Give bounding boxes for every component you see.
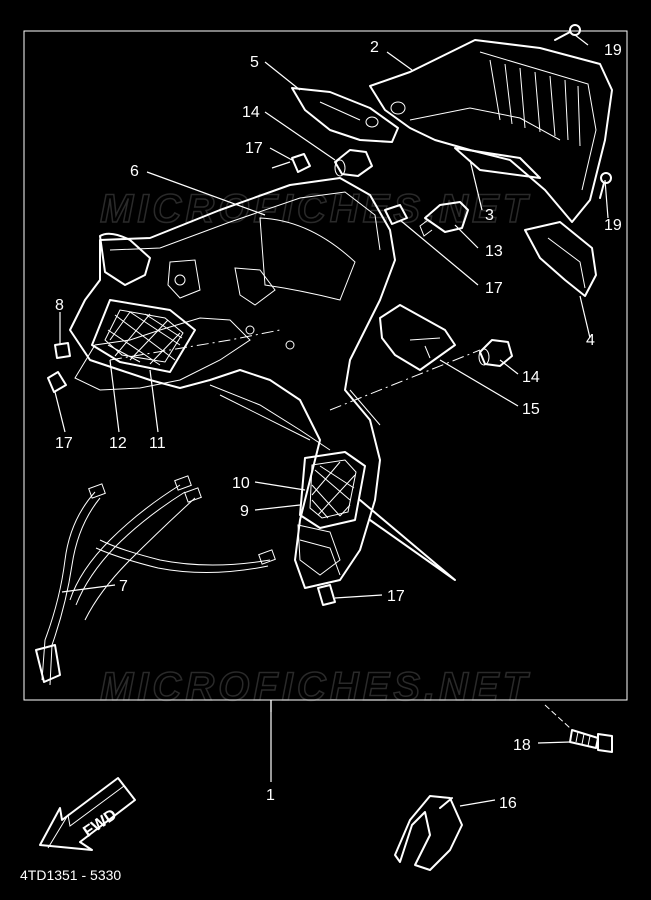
callout-14-upper: 14 xyxy=(242,104,260,121)
callout-19-top: 19 xyxy=(604,42,622,59)
callout-15: 15 xyxy=(522,401,540,418)
part-17-clip-4[interactable] xyxy=(317,584,336,606)
part-15-plate[interactable] xyxy=(379,304,456,371)
part-14-socket-upper[interactable] xyxy=(334,149,373,177)
part-19-screw-side[interactable] xyxy=(599,172,612,199)
part-6-rear-fender[interactable] xyxy=(69,177,456,589)
callout-16: 16 xyxy=(499,795,517,812)
part-10-reflector-right[interactable] xyxy=(299,451,366,529)
part-3-reflector[interactable] xyxy=(454,147,541,179)
part-17-clip-3[interactable] xyxy=(47,371,67,393)
forward-direction-arrow: FWD xyxy=(39,777,136,851)
callout-5: 5 xyxy=(250,54,259,71)
part-2-tail-cover[interactable] xyxy=(369,39,613,223)
callout-6: 6 xyxy=(130,163,139,180)
callout-17-lower: 17 xyxy=(387,588,405,605)
part-5-lamp-cover[interactable] xyxy=(291,87,399,143)
fwd-label: FWD xyxy=(80,806,120,840)
part-18-bolt[interactable] xyxy=(544,704,613,753)
callout-14-lower: 14 xyxy=(522,369,540,386)
callout-10: 10 xyxy=(232,475,250,492)
part-7-wire-harness[interactable] xyxy=(35,475,276,686)
diagram-code: 4TD1351 - 5330 xyxy=(20,867,121,883)
part-4-side-cover[interactable] xyxy=(524,221,597,297)
callout-8: 8 xyxy=(55,297,64,314)
callout-18: 18 xyxy=(513,737,531,754)
part-8-clip[interactable] xyxy=(54,342,71,359)
part-16-clip[interactable] xyxy=(394,795,463,871)
part-13-bulb[interactable] xyxy=(419,201,469,237)
part-11-reflector-bracket[interactable] xyxy=(74,317,251,391)
callout-labels: 2 5 14 17 6 3 13 17 19 19 4 14 15 8 17 1… xyxy=(55,39,622,812)
callout-12: 12 xyxy=(109,435,127,452)
callout-3: 3 xyxy=(485,207,494,224)
callout-17-right: 17 xyxy=(485,280,503,297)
callout-17-left: 17 xyxy=(55,435,73,452)
callout-2: 2 xyxy=(370,39,379,56)
part-19-screw-top[interactable] xyxy=(554,24,581,41)
callout-19-side: 19 xyxy=(604,217,622,234)
callout-1: 1 xyxy=(266,787,275,804)
watermark-top: MICROFICHES.NET xyxy=(100,187,531,231)
callout-17-upper: 17 xyxy=(245,140,263,157)
callout-11: 11 xyxy=(149,435,166,452)
part-9-reflector-bracket[interactable] xyxy=(297,524,341,576)
callout-7: 7 xyxy=(119,578,128,595)
callout-9: 9 xyxy=(240,503,249,520)
part-12-reflector-left[interactable] xyxy=(91,299,196,373)
callout-13: 13 xyxy=(485,243,503,260)
watermark-bottom: MICROFICHES.NET xyxy=(100,665,531,709)
part-17-clip-2[interactable] xyxy=(384,204,408,225)
callout-4: 4 xyxy=(586,332,595,349)
assembly-frame xyxy=(23,30,628,701)
part-14-socket-lower[interactable] xyxy=(478,339,513,367)
leader-lines xyxy=(54,34,609,807)
part-17-clip-1[interactable] xyxy=(291,153,311,173)
